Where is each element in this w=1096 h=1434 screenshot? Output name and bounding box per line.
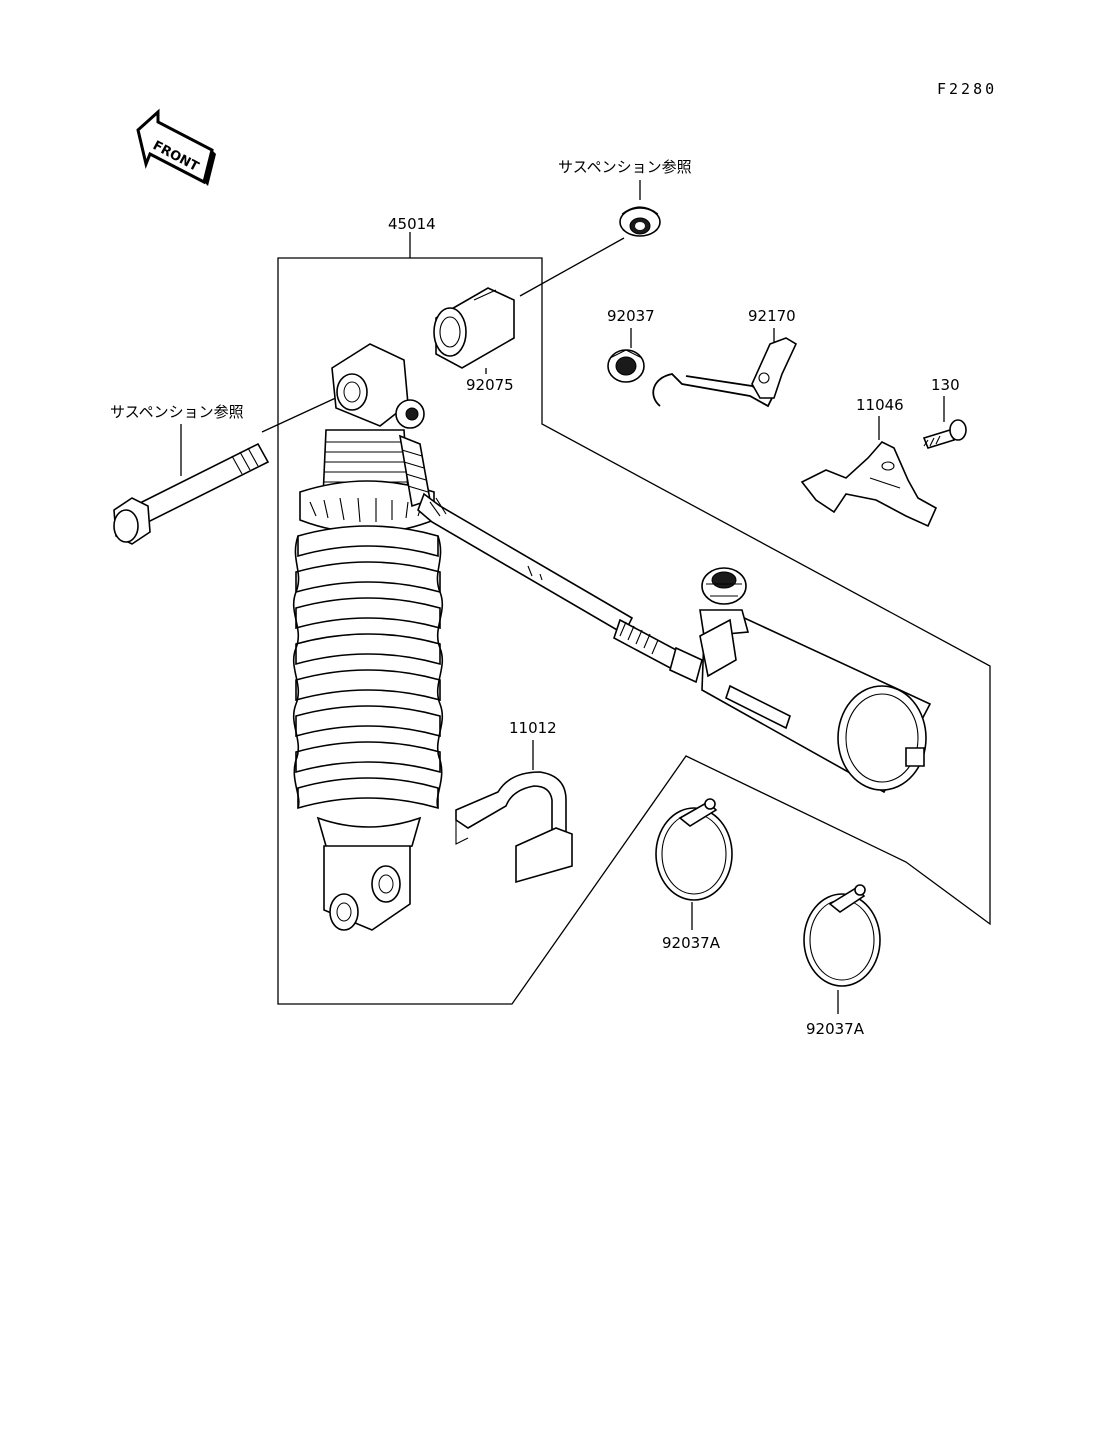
label-92037: 92037: [607, 307, 655, 325]
label-bolt-ref: サスペンション参照: [110, 403, 244, 421]
reservoir-part: [699, 567, 932, 794]
reservoir-bracket-part: [800, 441, 938, 528]
label-11012: 11012: [509, 719, 557, 737]
bushing-part: [619, 206, 661, 237]
hose-clamp-bracket-part: [455, 771, 573, 884]
label-11046: 11046: [856, 396, 904, 414]
sleeve-part: [433, 287, 515, 369]
shock-absorber-part: [292, 343, 444, 931]
bolt-130-part: [922, 419, 967, 449]
label-45014: 45014: [388, 215, 436, 233]
grommet-part: [607, 349, 645, 383]
reservoir-hose-part: [398, 434, 703, 684]
assembly-outline: [277, 232, 991, 1005]
label-130: 130: [931, 376, 960, 394]
label-92075: 92075: [466, 376, 514, 394]
spring-clip-part: [652, 337, 798, 408]
label-92170: 92170: [748, 307, 796, 325]
label-bushing-ref: サスペンション参照: [558, 158, 692, 176]
figure-code: F2280: [937, 80, 997, 98]
label-92037a-2: 92037A: [806, 1020, 865, 1038]
label-92037a-1: 92037A: [662, 934, 721, 952]
hose-clamp-b-part: [803, 884, 881, 987]
hose-clamp-a-part: [655, 798, 733, 901]
front-arrow-icon: FRONT: [136, 108, 216, 186]
main-bolt-part: [113, 442, 270, 545]
